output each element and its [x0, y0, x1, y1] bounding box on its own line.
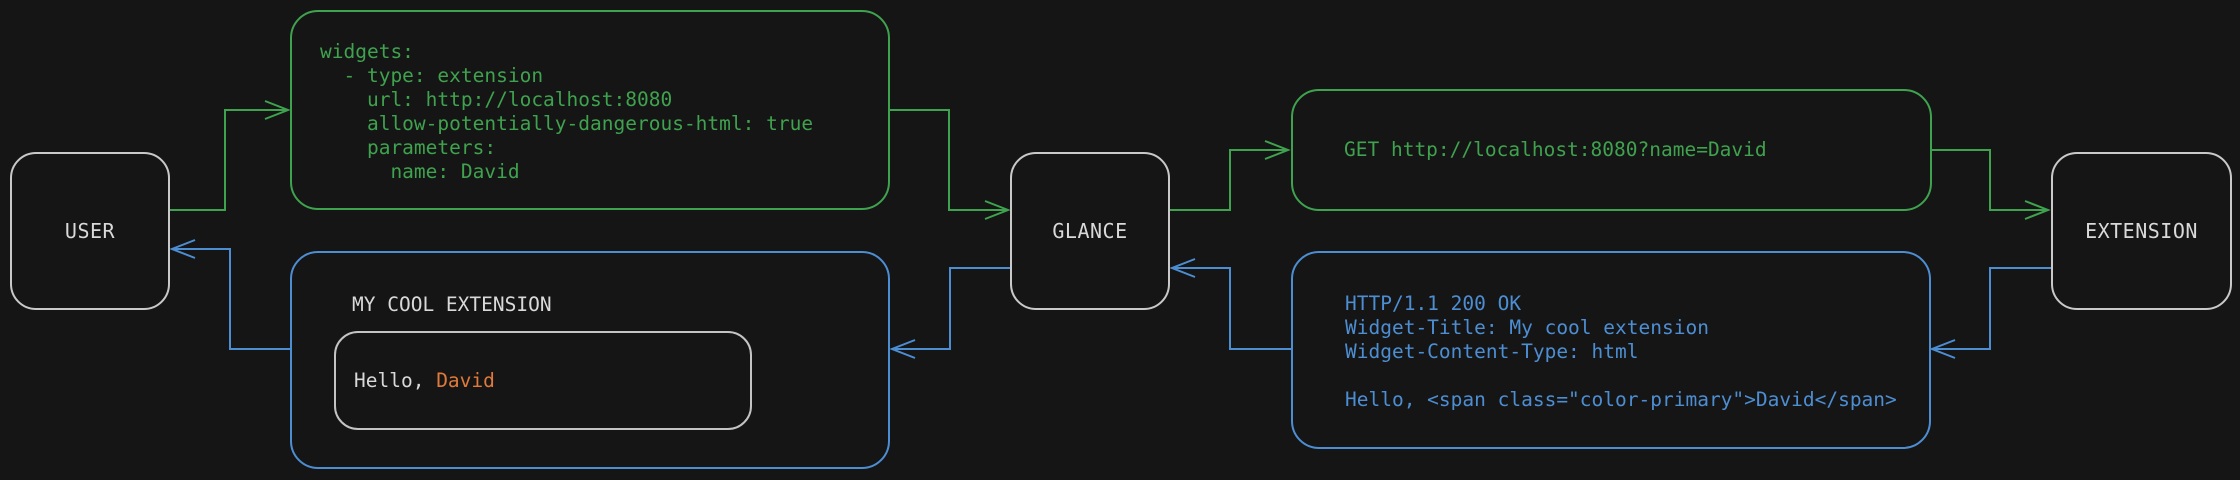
config-line: - type: extension [320, 64, 544, 87]
arrow-right-icon [264, 100, 291, 120]
request-line: GET http://localhost:8080?name=David [1344, 138, 1767, 161]
config-line: widgets: [320, 40, 414, 63]
greeting-prefix: Hello, [354, 369, 437, 392]
response-line: Hello, <span class="color-primary">David… [1345, 388, 1897, 411]
arrow-right-icon [984, 200, 1011, 220]
connector-glance-to-widget [889, 267, 1010, 359]
node-glance-label: GLANCE [1052, 219, 1128, 243]
arrow-left-icon [169, 239, 196, 259]
config-line: url: http://localhost:8080 [320, 88, 673, 111]
node-extension: EXTENSION [2051, 152, 2232, 310]
connector-extension-to-response [1929, 267, 2051, 359]
rendered-widget-box: MY COOL EXTENSION Hello, David [290, 251, 890, 469]
response-line: Widget-Content-Type: html [1345, 340, 1639, 363]
connector-glance-to-request [1170, 140, 1291, 211]
config-line: parameters: [320, 136, 497, 159]
widget-inner-box: Hello, David [334, 331, 752, 430]
connector-user-to-config [170, 100, 291, 211]
node-extension-label: EXTENSION [2085, 219, 2198, 243]
node-glance: GLANCE [1010, 152, 1170, 310]
connector-response-to-glance [1169, 258, 1291, 350]
arrow-left-icon [1169, 258, 1196, 278]
arrow-right-icon [1264, 140, 1291, 160]
config-line: name: David [320, 160, 520, 183]
arrow-right-icon [2024, 200, 2051, 220]
widget-title: MY COOL EXTENSION [352, 293, 552, 316]
response-line: Widget-Title: My cool extension [1345, 316, 1709, 339]
http-response-box: HTTP/1.1 200 OK Widget-Title: My cool ex… [1291, 251, 1931, 449]
connector-config-to-glance [890, 109, 1011, 220]
node-user-label: USER [64, 219, 116, 243]
arrow-left-icon [889, 339, 916, 359]
config-yaml-box: widgets: - type: extension url: http://l… [290, 10, 890, 210]
response-line: HTTP/1.1 200 OK [1345, 292, 1522, 315]
response-line [1345, 364, 1929, 388]
arrow-left-icon [1929, 339, 1956, 359]
config-line: allow-potentially-dangerous-html: true [320, 112, 814, 135]
connector-request-to-extension [1932, 149, 2051, 220]
node-user: USER [10, 152, 170, 310]
connector-widget-to-user [169, 239, 290, 350]
greeting-name: David [436, 369, 495, 392]
http-request-box: GET http://localhost:8080?name=David [1291, 89, 1932, 211]
